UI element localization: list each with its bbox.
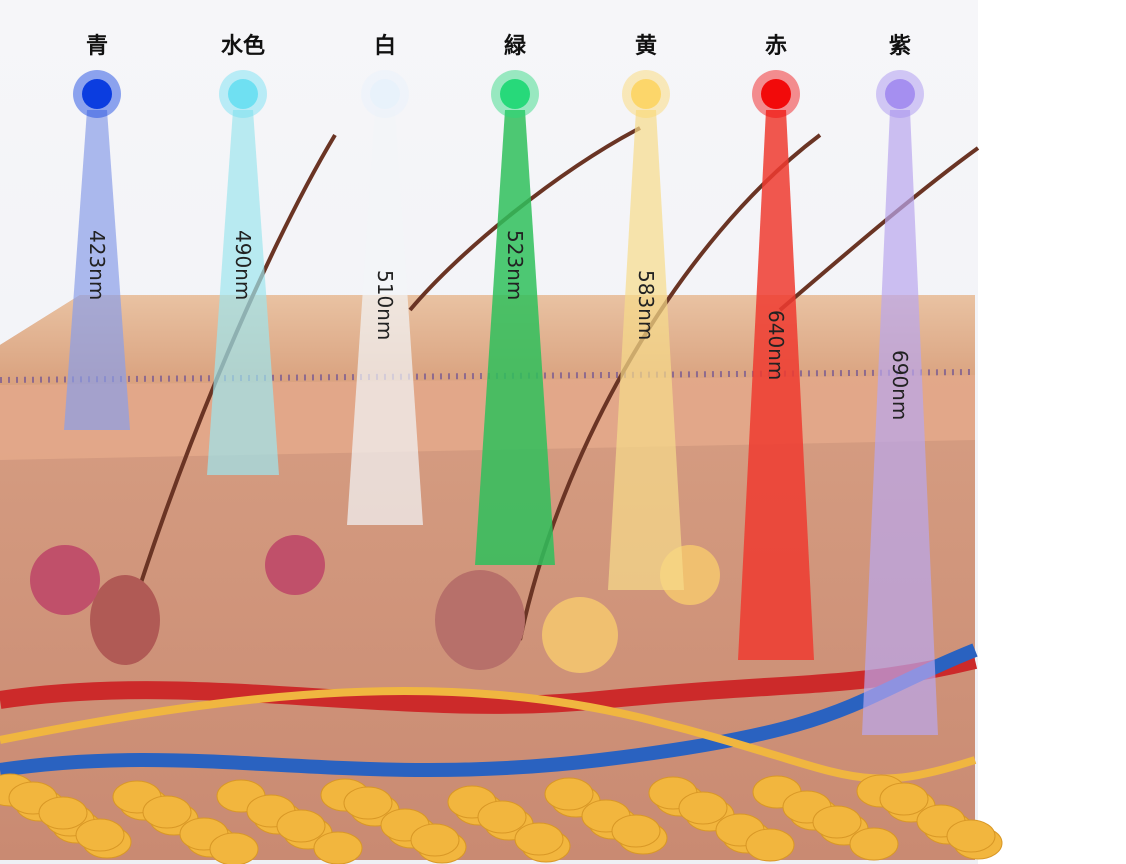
fat-cell: [38, 796, 88, 830]
sweat-gland: [30, 545, 100, 615]
sweat-gland: [265, 535, 325, 595]
fat-cell: [209, 832, 259, 864]
color-name-label: 黄: [634, 34, 658, 59]
fat-cell: [745, 828, 795, 862]
fat-cell: [946, 819, 996, 853]
light-beam-6: [862, 110, 938, 735]
fat-cell: [477, 800, 527, 834]
color-name-label: 緑: [503, 34, 527, 59]
hair: [778, 146, 980, 312]
light-beam-2: [347, 110, 423, 525]
fat-cell: [544, 777, 594, 811]
light-source-dot: [761, 79, 791, 109]
fat-cells: [0, 773, 1003, 864]
color-name-label: 水色: [220, 34, 266, 59]
epidermis-layer: [0, 295, 975, 385]
wavelength-label: 490nm: [231, 230, 255, 301]
fat-cell: [879, 782, 929, 816]
wavelength-label: 523nm: [503, 230, 527, 301]
fat-cell: [849, 827, 899, 861]
receptor: [542, 597, 618, 673]
wavelength-label: 690nm: [888, 350, 912, 421]
fat-cell: [276, 809, 326, 843]
light-source-dot: [82, 79, 112, 109]
light-source-dot: [500, 79, 530, 109]
fat-cell: [142, 795, 192, 829]
fat-cell: [611, 814, 661, 848]
light-source-dot: [228, 79, 258, 109]
hair-follicle: [435, 570, 525, 670]
light-beam-3: [475, 110, 555, 565]
light-beam-0: [64, 110, 130, 430]
wavelength-label: 640nm: [764, 310, 788, 381]
color-name-label: 赤: [764, 34, 788, 59]
fat-cell: [313, 831, 363, 864]
light-source-dot: [370, 79, 400, 109]
fat-cell: [514, 822, 564, 856]
light-beam-4: [608, 110, 684, 590]
fat-cell: [75, 818, 125, 852]
light-source-dot: [631, 79, 661, 109]
fat-cell: [678, 791, 728, 825]
wavelength-label: 510nm: [373, 270, 397, 341]
color-name-label: 紫: [888, 34, 912, 59]
color-name-label: 白: [373, 34, 397, 59]
wavelength-label: 423nm: [85, 230, 109, 301]
light-beam-5: [738, 110, 814, 660]
wavelength-label: 583nm: [634, 270, 658, 341]
color-name-label: 青: [85, 34, 109, 59]
fat-cell: [410, 823, 460, 857]
fat-cell: [343, 786, 393, 820]
fat-cell: [812, 805, 862, 839]
light-beam-1: [207, 110, 279, 475]
light-source-dot: [885, 79, 915, 109]
hair-follicle: [90, 575, 160, 665]
